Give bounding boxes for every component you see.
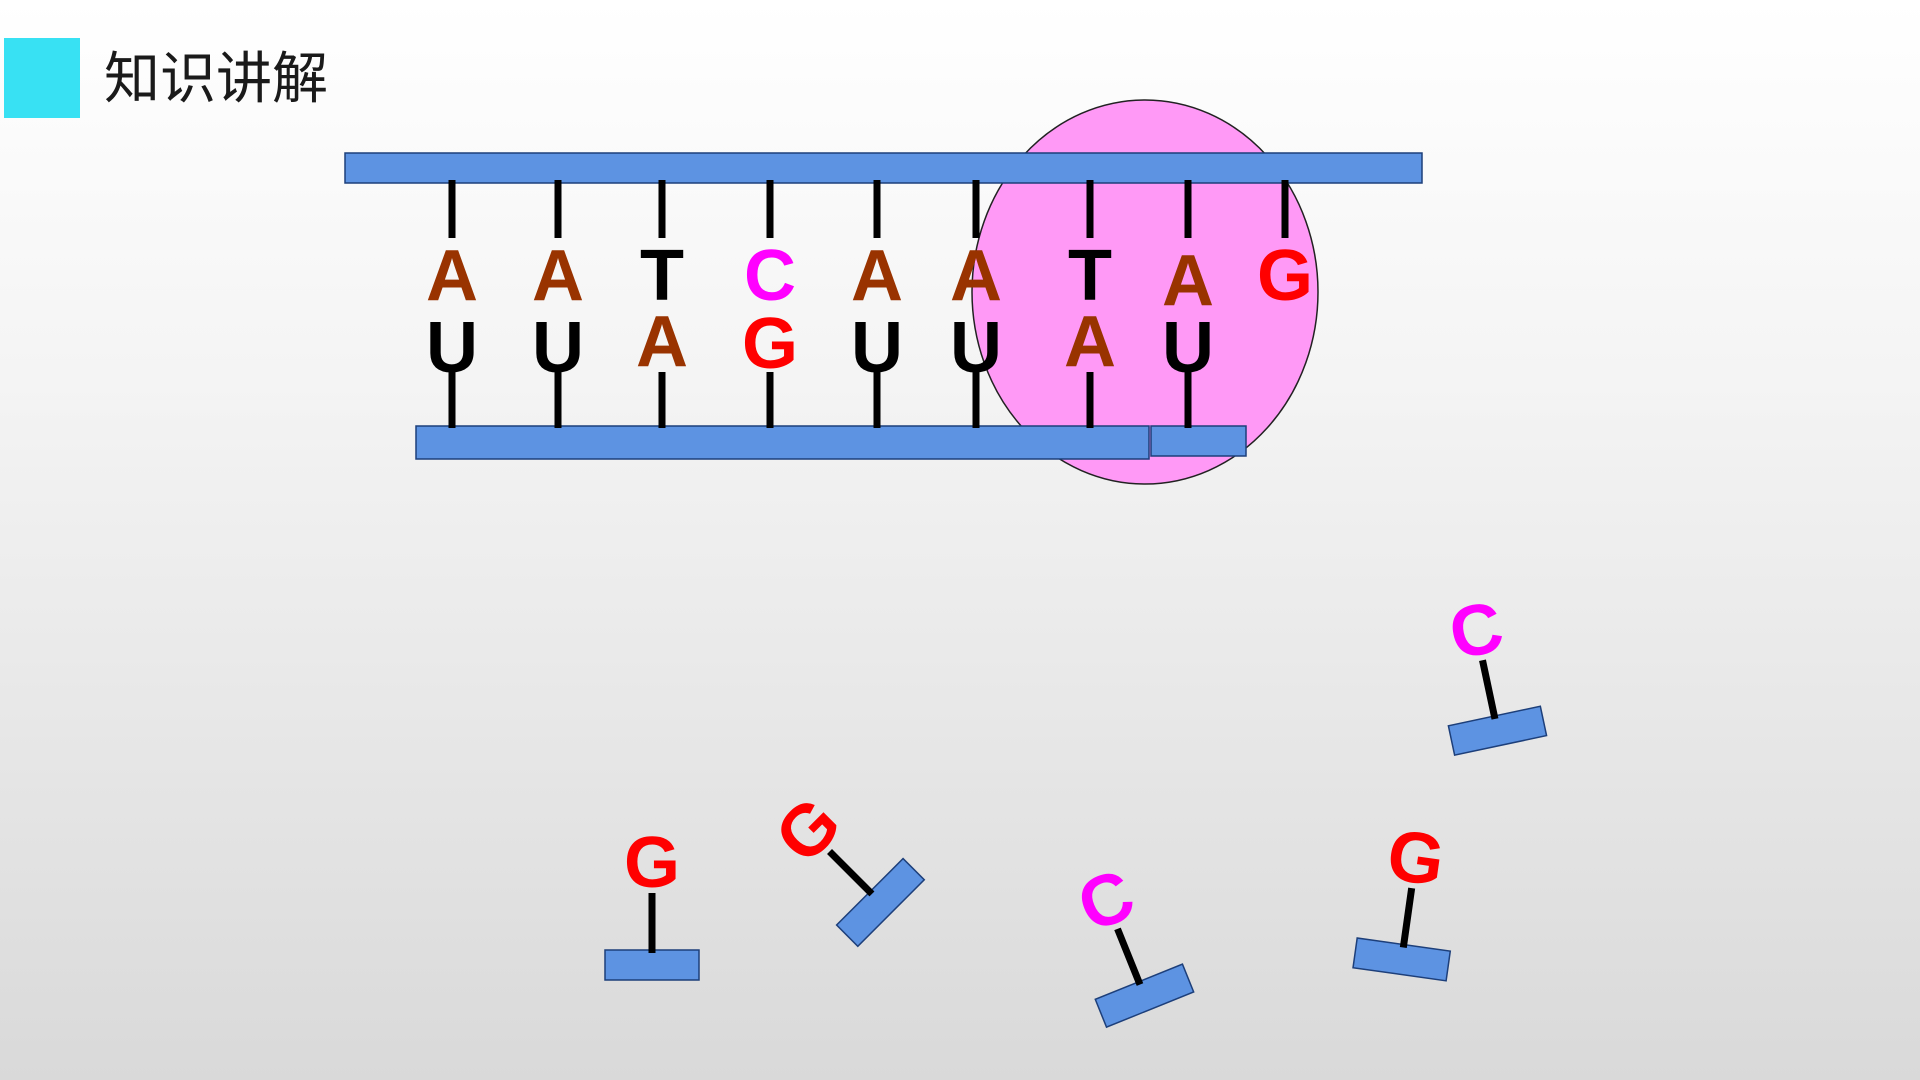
rna-new-nucleotide-backbone (1150, 425, 1247, 457)
free-nucleotide-backbone (1094, 963, 1195, 1029)
dna-base-2: A (532, 236, 584, 316)
free-nucleotide-backbone (1447, 705, 1548, 757)
dna-base-7: T (1068, 236, 1112, 316)
free-nucleotide-base: C (1067, 854, 1145, 948)
free-nucleotide-4: G (1352, 815, 1452, 982)
rna-base-7: A (1064, 302, 1116, 382)
free-nucleotide-5: C (1443, 586, 1548, 757)
dna-strand-backbone (344, 152, 1423, 184)
free-nucleotide-bond (1114, 927, 1144, 986)
free-nucleotide-bond (1399, 887, 1416, 949)
rna-base-4: G (742, 304, 798, 384)
free-nucleotide-base: G (624, 823, 680, 903)
dna-base-6: A (950, 236, 1002, 316)
page-title: 知识讲解 (104, 47, 328, 112)
free-nucleotide-backbone (604, 949, 700, 981)
free-nucleotide-2: G (760, 782, 926, 948)
free-nucleotide-1: G (604, 823, 700, 981)
free-nucleotide-3: C (1067, 854, 1195, 1029)
dna-base-8: A (1162, 241, 1214, 321)
rna-polymerase-ellipse (971, 99, 1319, 485)
dna-base-5: A (851, 236, 903, 316)
free-nucleotide-base: G (1383, 815, 1450, 902)
free-nucleotide-bond (1479, 659, 1499, 720)
rna-strand-backbone (415, 425, 1150, 460)
dna-base-1: A (426, 236, 478, 316)
dna-base-3: T (640, 236, 684, 316)
rna-base-3: A (636, 302, 688, 382)
free-nucleotide-base: C (1443, 586, 1510, 675)
dna-base-9: G (1257, 236, 1313, 316)
title-accent-square (4, 38, 80, 118)
dna-base-4: C (744, 236, 796, 316)
free-nucleotide-bond (827, 849, 875, 897)
